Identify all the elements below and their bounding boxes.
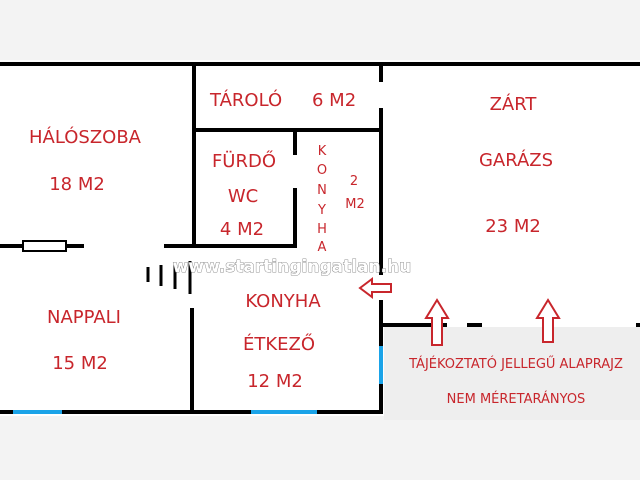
svg-text:O: O	[317, 163, 327, 178]
svg-text:N: N	[317, 183, 327, 198]
room-name-nappali: NAPPALI	[47, 307, 121, 328]
room-name-konyha-vertical: K O N Y H A	[317, 144, 327, 255]
watermark: www.startingingatlan.hu	[173, 257, 412, 277]
note-line-1: TÁJÉKOZTATÓ JELLEGŰ ALAPRAJZ	[408, 356, 623, 372]
room-area-tarolo: 6 M2	[312, 90, 356, 111]
room-area-furdo: 4 M2	[220, 219, 264, 240]
room-area-nappali: 15 M2	[52, 353, 108, 374]
stairs-icon	[146, 261, 192, 294]
room-name-garazs: GARÁZS	[479, 149, 553, 171]
room-name-haloszoba: HÁLÓSZOBA	[29, 126, 142, 148]
svg-text:K: K	[318, 144, 327, 159]
svg-text:A: A	[318, 240, 327, 255]
room-name-wc: WC	[228, 186, 258, 207]
svg-text:H: H	[317, 222, 327, 237]
windows	[13, 346, 383, 414]
note-line-2: NEM MÉRETARÁNYOS	[447, 391, 586, 407]
room-name-furdo: FÜRDŐ	[212, 150, 276, 172]
svg-text:Y: Y	[317, 203, 326, 218]
room-area-haloszoba: 18 M2	[49, 174, 105, 195]
room-area-konyha-small-unit: M2	[345, 197, 365, 212]
window-frame	[22, 240, 67, 252]
room-area-konyha: 12 M2	[247, 371, 303, 392]
room-name-etkezo: ÉTKEZŐ	[243, 333, 315, 355]
room-area-garazs: 23 M2	[485, 216, 541, 237]
entrance-arrow-icon	[358, 277, 392, 299]
room-name-konyha: KONYHA	[245, 291, 321, 312]
room-name-tarolo: TÁROLÓ	[209, 89, 282, 111]
garage-arrow-icon	[535, 298, 561, 343]
room-name-zart: ZÁRT	[490, 93, 538, 115]
room-area-konyha-small: 2	[350, 174, 358, 189]
garage-arrow-icon	[424, 298, 450, 346]
note-box	[384, 327, 640, 420]
arrows	[358, 277, 561, 346]
